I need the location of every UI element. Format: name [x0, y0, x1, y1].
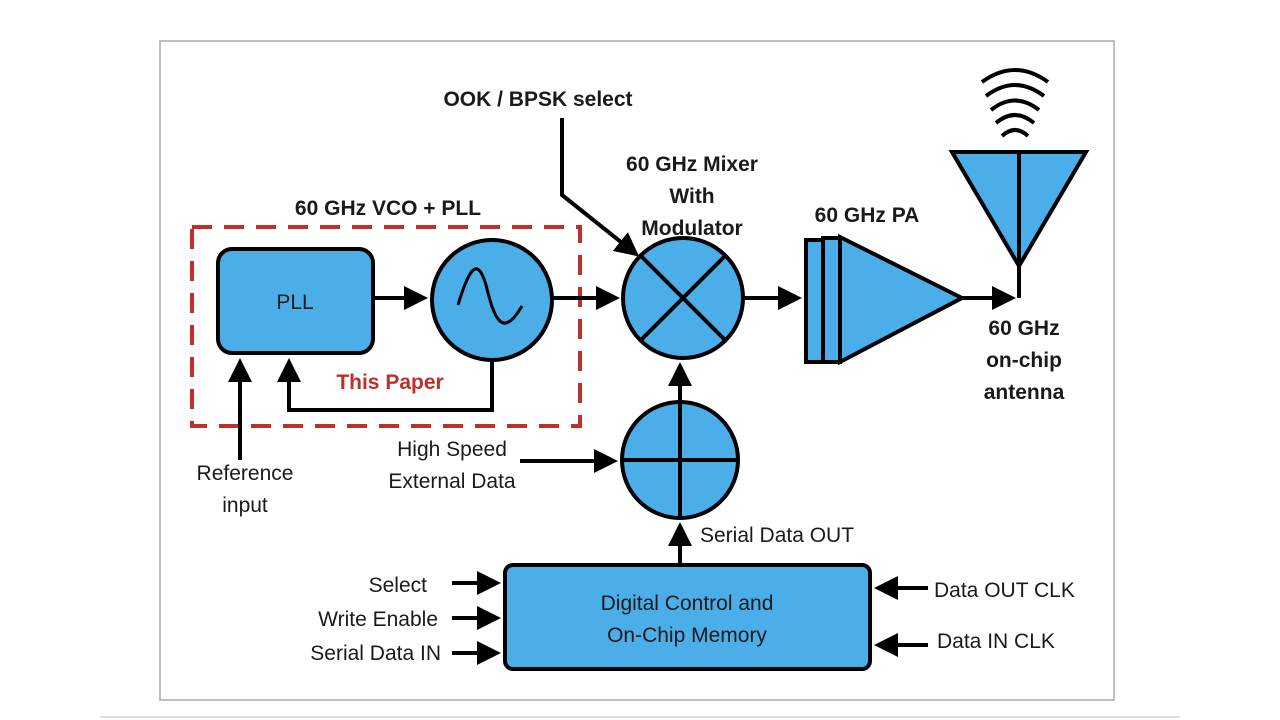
serial-out-label: Serial Data OUT	[700, 524, 854, 547]
this-paper-label: This Paper	[336, 371, 443, 394]
adder-block	[620, 400, 740, 520]
write-enable-label: Write Enable	[318, 608, 438, 631]
antenna-label-2: on-chip	[986, 349, 1062, 372]
vco-pll-label: 60 GHz VCO + PLL	[295, 197, 481, 220]
digital-control-block	[503, 563, 872, 671]
antenna-label-1: 60 GHz	[988, 317, 1059, 340]
digital-label-2: On-Chip Memory	[607, 624, 767, 647]
mixer-label-3: Modulator	[641, 217, 742, 240]
mixer-label-2: With	[669, 185, 714, 208]
reference-label-2: input	[222, 494, 268, 517]
this-paper-boundary	[190, 225, 582, 428]
pll-block	[216, 247, 375, 355]
power-amplifier-block	[804, 233, 967, 366]
sine-wave-icon	[456, 267, 524, 325]
vco-block	[430, 238, 554, 362]
high-speed-label-2: External Data	[388, 470, 516, 493]
select-label: Select	[369, 574, 428, 597]
digital-label-1: Digital Control and	[601, 592, 774, 615]
pa-label: 60 GHz PA	[815, 204, 920, 227]
pll-label: PLL	[276, 291, 313, 314]
signal-arrows	[228, 118, 1016, 665]
mixer-block	[621, 236, 745, 360]
antenna-icon	[948, 68, 1090, 298]
reference-label-1: Reference	[197, 462, 294, 485]
data-out-clk-label: Data OUT CLK	[934, 579, 1075, 602]
antenna-label-3: antenna	[984, 381, 1065, 404]
high-speed-label-1: High Speed	[397, 438, 507, 461]
serial-in-label: Serial Data IN	[310, 642, 441, 665]
data-in-clk-label: Data IN CLK	[937, 630, 1055, 653]
ook-bpsk-label: OOK / BPSK select	[443, 88, 632, 111]
mixer-label-1: 60 GHz Mixer	[626, 153, 758, 176]
